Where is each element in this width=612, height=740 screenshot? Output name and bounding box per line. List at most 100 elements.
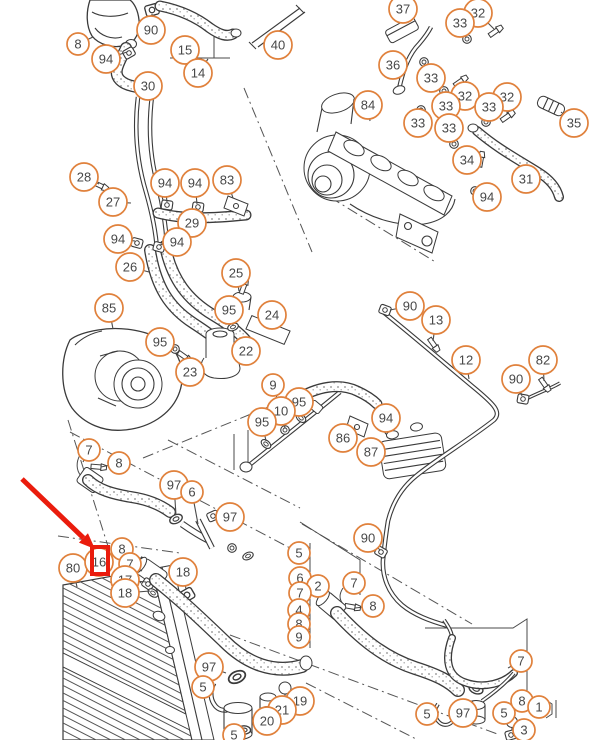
- callout-label: 8: [369, 599, 376, 614]
- callout-30[interactable]: 30: [133, 71, 163, 101]
- callout-94[interactable]: 94: [180, 168, 210, 205]
- callout-label: 5: [199, 680, 206, 695]
- callout-34[interactable]: 34: [452, 145, 482, 175]
- callout-95[interactable]: 95: [247, 407, 277, 442]
- callout-90[interactable]: 90: [501, 364, 531, 397]
- callout-7[interactable]: 7: [77, 438, 101, 463]
- callout-7[interactable]: 7: [288, 581, 312, 605]
- callout-33[interactable]: 33: [431, 91, 461, 121]
- callout-3[interactable]: 3: [511, 718, 536, 740]
- callout-label: 94: [379, 411, 393, 426]
- callout-15[interactable]: 15: [170, 35, 200, 65]
- callout-label: 94: [158, 176, 172, 191]
- callout-8[interactable]: 8: [66, 32, 94, 56]
- highlight-annotation: [20, 477, 110, 576]
- callout-90[interactable]: 90: [136, 13, 166, 45]
- callout-86[interactable]: 86: [328, 423, 358, 453]
- callout-22[interactable]: 22: [231, 336, 261, 366]
- callout-label: 36: [386, 58, 400, 73]
- callout-33[interactable]: 33: [434, 113, 464, 143]
- callout-95[interactable]: 95: [214, 295, 244, 326]
- callout-7[interactable]: 7: [342, 571, 366, 595]
- callout-35[interactable]: 35: [559, 108, 589, 138]
- callout-94[interactable]: 94: [91, 44, 128, 74]
- thermostat-housing: [170, 277, 291, 379]
- callout-94[interactable]: 94: [150, 168, 180, 203]
- callout-5[interactable]: 5: [222, 723, 246, 740]
- callout-label: 3: [520, 723, 527, 738]
- callout-5[interactable]: 5: [492, 701, 516, 725]
- callout-90[interactable]: 90: [353, 523, 383, 553]
- callout-8[interactable]: 8: [354, 594, 385, 618]
- callout-14[interactable]: 14: [183, 58, 213, 88]
- callout-label: 94: [170, 235, 184, 250]
- callout-28[interactable]: 28: [69, 162, 100, 192]
- callout-label: 26: [123, 260, 137, 275]
- callout-80[interactable]: 80: [58, 553, 88, 588]
- callout-84[interactable]: 84: [353, 90, 383, 122]
- callout-9[interactable]: 9: [287, 625, 311, 649]
- highlight-arrow: [20, 477, 86, 540]
- callout-label: 10: [274, 404, 288, 419]
- callout-82[interactable]: 82: [528, 345, 558, 382]
- callout-label: 94: [99, 52, 113, 67]
- callout-label: 27: [106, 195, 120, 210]
- callout-85[interactable]: 85: [94, 293, 124, 330]
- callout-18[interactable]: 18: [168, 557, 198, 590]
- callout-97[interactable]: 97: [448, 698, 478, 728]
- callout-36[interactable]: 36: [378, 50, 408, 80]
- callout-25[interactable]: 25: [221, 258, 251, 292]
- callout-40[interactable]: 40: [263, 30, 293, 60]
- callout-1[interactable]: 1: [527, 695, 551, 719]
- callout-97[interactable]: 97: [215, 502, 245, 532]
- callout-13[interactable]: 13: [421, 305, 451, 342]
- callout-27[interactable]: 27: [98, 187, 132, 217]
- callout-12[interactable]: 12: [451, 345, 481, 380]
- callout-26[interactable]: 26: [115, 252, 150, 282]
- callout-94[interactable]: 94: [472, 182, 502, 212]
- callout-33[interactable]: 33: [416, 63, 446, 93]
- callout-label: 15: [178, 43, 192, 58]
- callout-label: 35: [567, 116, 581, 131]
- callout-label: 1: [535, 700, 542, 715]
- callout-6[interactable]: 6: [180, 480, 204, 525]
- callout-9[interactable]: 9: [261, 373, 285, 399]
- callout-94[interactable]: 94: [103, 224, 136, 254]
- callout-20[interactable]: 20: [252, 706, 282, 736]
- callout-95[interactable]: 95: [145, 327, 175, 357]
- callout-18[interactable]: 18: [110, 578, 151, 608]
- callout-label: 30: [141, 79, 155, 94]
- callout-label: 6: [188, 485, 195, 500]
- callout-31[interactable]: 31: [511, 164, 541, 194]
- callout-97[interactable]: 97: [194, 652, 227, 682]
- callout-83[interactable]: 83: [212, 165, 242, 199]
- callout-label: 23: [183, 365, 197, 380]
- callout-33[interactable]: 33: [403, 108, 433, 138]
- callout-33[interactable]: 33: [445, 8, 475, 38]
- callout-label: 12: [459, 353, 473, 368]
- callout-label: 18: [118, 586, 132, 601]
- callout-label: 8: [518, 694, 525, 709]
- callout-94[interactable]: 94: [371, 403, 401, 433]
- callout-label: 94: [480, 190, 494, 205]
- callout-label: 82: [536, 353, 550, 368]
- callout-90[interactable]: 90: [389, 291, 425, 321]
- callout-label: 8: [295, 617, 302, 632]
- callout-2[interactable]: 2: [306, 574, 330, 598]
- callout-label: 8: [74, 37, 81, 52]
- callout-label: 9: [269, 378, 276, 393]
- callout-8[interactable]: 8: [100, 451, 131, 475]
- callout-5[interactable]: 5: [191, 675, 215, 699]
- callout-7[interactable]: 7: [507, 649, 533, 673]
- callout-94[interactable]: 94: [158, 227, 192, 257]
- callout-5[interactable]: 5: [287, 541, 311, 565]
- callout-37[interactable]: 37: [388, 0, 418, 24]
- callout-33[interactable]: 33: [474, 92, 504, 122]
- callout-23[interactable]: 23: [175, 357, 205, 387]
- callout-24[interactable]: 24: [257, 300, 287, 330]
- callout-5[interactable]: 5: [415, 702, 440, 726]
- callout-87[interactable]: 87: [356, 437, 386, 467]
- callout-label: 13: [429, 313, 443, 328]
- callout-label: 8: [118, 542, 125, 557]
